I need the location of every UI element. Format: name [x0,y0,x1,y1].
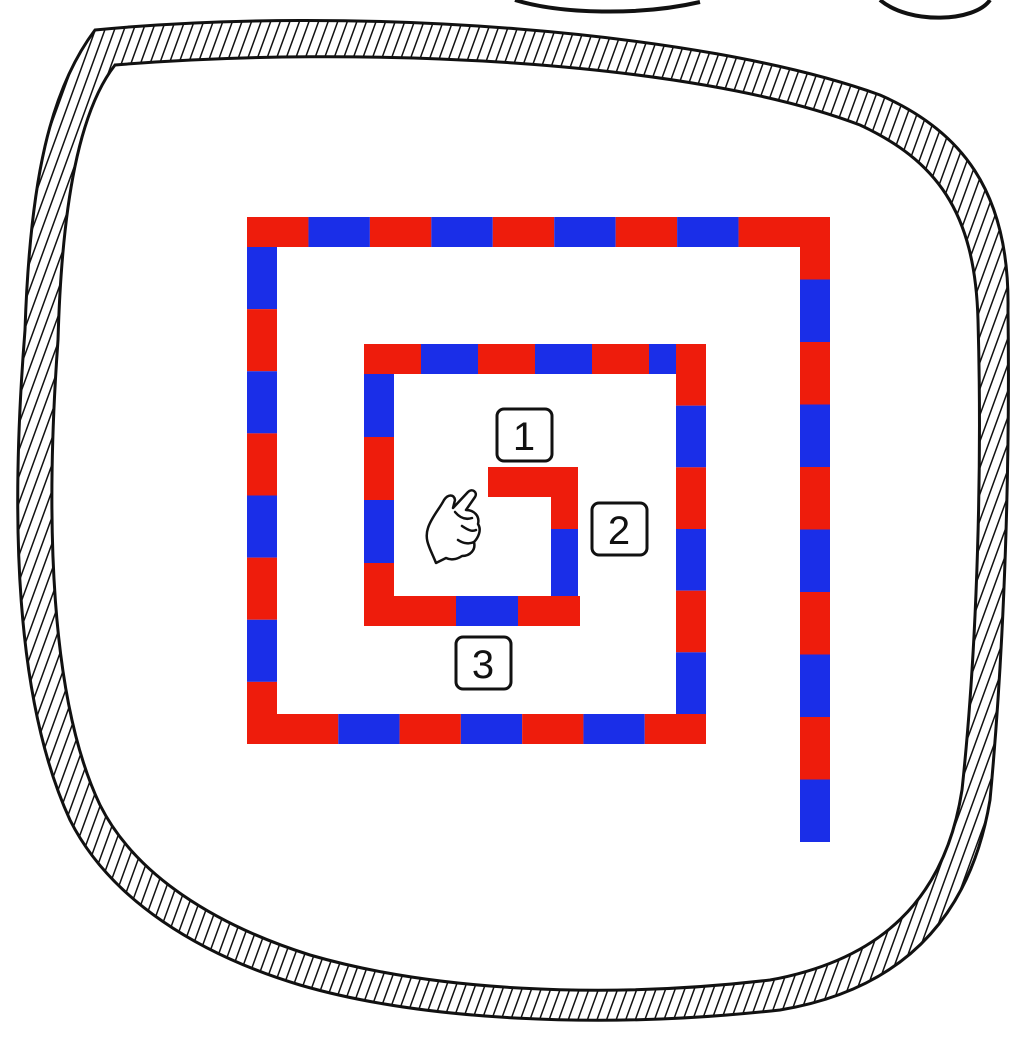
path-segment-blue [676,529,706,591]
path-segment-red [676,467,706,529]
path-segment-blue [456,596,518,626]
path-segment-blue [247,620,277,682]
path-segment-red [247,682,277,744]
path-segment-blue [431,217,492,247]
path-segment-red [676,344,706,406]
path-segment-blue [247,247,277,309]
path-segment-blue [676,652,706,714]
path-segment-blue [461,714,522,744]
path-segment-blue [421,344,478,374]
path-segment-blue [338,714,399,744]
path-segment-blue [676,406,706,468]
path-segment-blue [677,217,738,247]
path-segment-red [800,217,830,280]
path-segment-blue [247,371,277,433]
path-segment-red [247,309,277,371]
path-segment-red [800,592,830,655]
step-badge-1: 1 [497,409,552,461]
step-label-3: 3 [472,643,494,687]
path-segment-red [247,217,308,247]
path-segment-red [551,467,578,529]
path-segment-red [400,714,461,744]
path-segment-blue [551,529,578,596]
path-segment-blue [800,280,830,343]
path-segment-red [739,217,800,247]
path-segment-red [522,714,583,744]
path-segment-red [800,717,830,780]
path-segment-red [800,342,830,405]
path-segment-red [364,563,394,626]
path-segment-blue [800,780,830,843]
path-segment-red [394,596,456,626]
path-segment-red [592,344,649,374]
path-segment-red [364,344,421,374]
path-segment-red [800,467,830,530]
island-border [18,20,1009,1020]
step-badge-3: 3 [456,637,511,689]
decorative-sketch-top [515,0,700,12]
decorative-sketch-top-right [880,0,990,18]
path-segment-red [645,714,706,744]
path-segment-red [518,596,580,626]
path-segment-blue [535,344,592,374]
path-segment-blue [800,405,830,468]
path-segment-blue [583,714,644,744]
spiral-path [247,217,830,842]
step-label-2: 2 [608,509,630,553]
path-segment-red [277,714,338,744]
path-segment-red [370,217,431,247]
path-segment-blue [364,500,394,563]
step-badge-2: 2 [592,503,647,555]
path-segment-red [616,217,677,247]
path-segment-blue [308,217,369,247]
pointing-hand-icon[interactable] [427,490,480,563]
path-segment-blue [247,496,277,558]
path-segment-red [364,437,394,500]
path-segment-red [493,217,554,247]
path-segment-blue [364,374,394,437]
path-segment-blue [554,217,615,247]
path-segment-red [676,591,706,653]
path-segment-blue [800,530,830,593]
path-segment-red [247,558,277,620]
path-segment-red [478,344,535,374]
path-segment-red [247,433,277,495]
step-label-1: 1 [513,415,535,459]
path-segment-blue [800,655,830,718]
